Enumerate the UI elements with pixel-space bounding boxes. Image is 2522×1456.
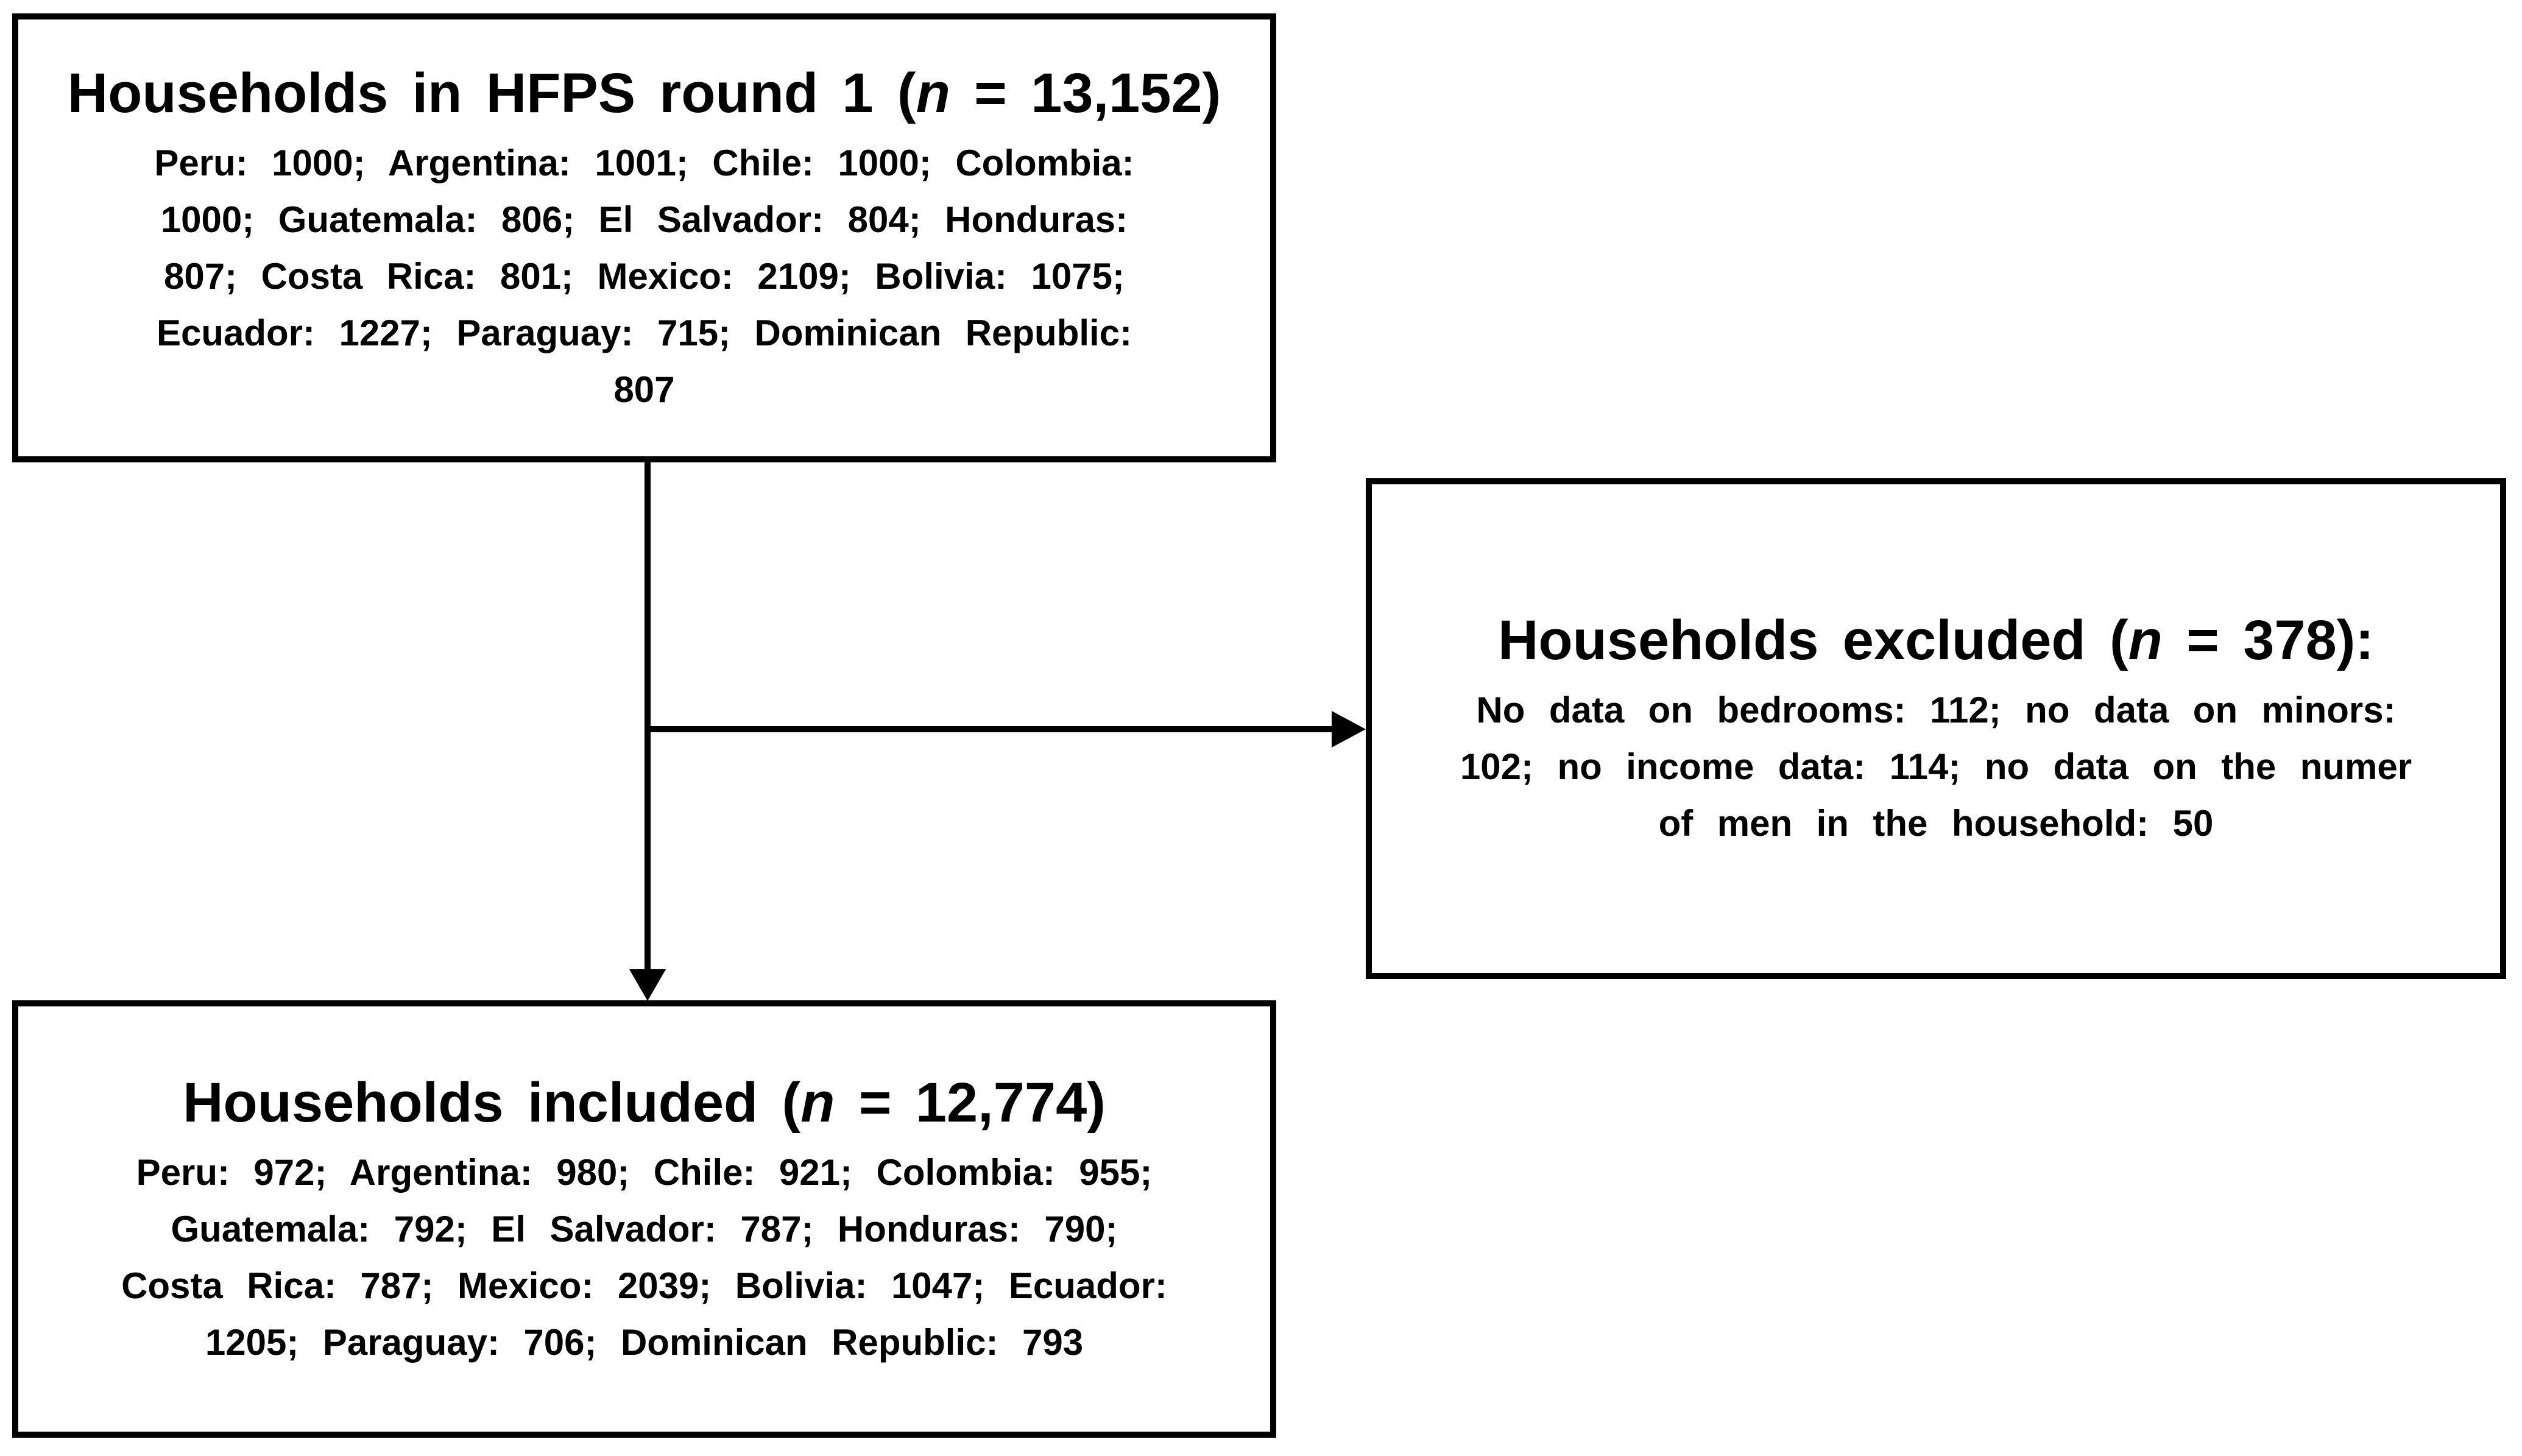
arrowhead-right xyxy=(1332,711,1366,747)
excluded-title-rest: = 378): xyxy=(2162,609,2375,671)
included-title: Households included (n = 12,774) xyxy=(183,1068,1106,1138)
included-body-text: Peru: 972; Argentina: 980; Chile: 921; C… xyxy=(121,1151,1167,1363)
included-title-rest: = 12,774) xyxy=(835,1071,1106,1134)
included-title-n: n xyxy=(800,1071,835,1134)
connector-horizontal-line xyxy=(645,726,1332,732)
round1-title-rest: = 13,152) xyxy=(950,62,1221,124)
arrowhead-down xyxy=(629,969,666,1001)
excluded-body-text: No data on bedrooms: 112; no data on min… xyxy=(1460,690,2412,844)
round1-title-text: Households in HFPS round 1 ( xyxy=(67,62,916,124)
round1-body-text: Peru: 1000; Argentina: 1001; Chile: 1000… xyxy=(154,142,1134,410)
included-title-text: Households included ( xyxy=(183,1071,801,1134)
round1-title-n: n xyxy=(916,62,950,124)
box-households-excluded: Households excluded (n = 378): No data o… xyxy=(1366,478,2506,979)
box-households-round1: Households in HFPS round 1 (n = 13,152) … xyxy=(12,13,1276,462)
excluded-title: Households excluded (n = 378): xyxy=(1498,606,2374,676)
excluded-title-text: Households excluded ( xyxy=(1497,609,2128,671)
excluded-title-n: n xyxy=(2128,609,2163,671)
connector-vertical-line xyxy=(645,461,651,973)
box-households-included: Households included (n = 12,774) Peru: 9… xyxy=(12,1000,1276,1438)
round1-title: Households in HFPS round 1 (n = 13,152) xyxy=(68,58,1221,129)
